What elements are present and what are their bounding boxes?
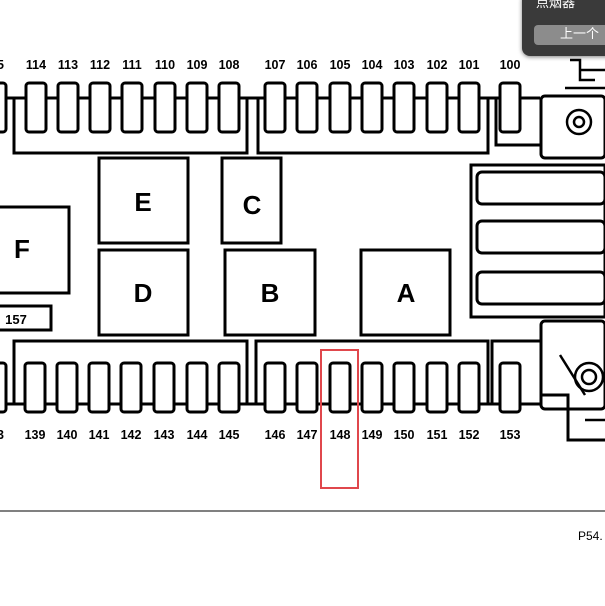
fuse-partial-top[interactable] — [0, 81, 8, 134]
fuse-partial-bottom[interactable] — [0, 361, 8, 414]
fuse-157-box — [0, 304, 53, 332]
fuse-145[interactable] — [217, 361, 241, 414]
connector-bottom-right — [558, 354, 605, 422]
fuse-label-102: 102 — [427, 58, 448, 72]
fuse-label-103: 103 — [394, 58, 415, 72]
fuse-111[interactable] — [120, 81, 144, 134]
bottom-fuse-row: 139 140 141 142 143 144 145 146 147 148 149 150 151 1… — [0, 361, 522, 442]
fuse-label-149: 149 — [362, 428, 383, 442]
right-side-housing — [469, 163, 605, 442]
fuse-142[interactable] — [119, 361, 143, 414]
connector-top-right — [565, 58, 605, 136]
relay-d-box — [97, 248, 190, 337]
fuse-157-label: 157 — [5, 312, 27, 327]
fuse-label-145: 145 — [219, 428, 240, 442]
fuse-label-106: 106 — [297, 58, 318, 72]
fuse-149[interactable] — [360, 361, 384, 414]
fuse-label-109: 109 — [187, 58, 208, 72]
fuse-112[interactable] — [88, 81, 112, 134]
fuse-148[interactable] — [328, 361, 352, 414]
fuse-106[interactable] — [295, 81, 319, 134]
fuse-label-150: 150 — [394, 428, 415, 442]
relay-b-label: B — [261, 278, 280, 308]
fuse-label-104: 104 — [362, 58, 383, 72]
fuse-103[interactable] — [392, 81, 416, 134]
relay-a-box — [359, 248, 452, 337]
fuse-144[interactable] — [185, 361, 209, 414]
fuse-label-113: 113 — [58, 58, 78, 72]
page-reference: P54. — [578, 529, 603, 543]
fuse-label-148: 148 — [330, 428, 351, 442]
relay-f-label: F — [14, 234, 30, 264]
fuse-label-152: 152 — [459, 428, 480, 442]
fuse-113[interactable] — [56, 81, 80, 134]
fuse-label-105: 105 — [330, 58, 351, 72]
top-fuse-row: 114 113 112 111 110 109 108 107 106 105 104 103 102 1… — [0, 58, 522, 134]
fuse-147[interactable] — [295, 361, 319, 414]
popup-panel: 点烟器 上一个 — [522, 0, 605, 56]
fuse-label-112: 112 — [90, 58, 110, 72]
fuse-140[interactable] — [55, 361, 79, 414]
fuse-100[interactable] — [498, 81, 522, 134]
fuse-105[interactable] — [328, 81, 352, 134]
fuse-141[interactable] — [87, 361, 111, 414]
fuse-150[interactable] — [392, 361, 416, 414]
fuse-label-101: 101 — [459, 58, 480, 72]
fuse-label-144: 144 — [187, 428, 208, 442]
fuse-139[interactable] — [23, 361, 47, 414]
fuse-146[interactable] — [263, 361, 287, 414]
fuse-label-151: 151 — [427, 428, 448, 442]
fuse-label-147: 147 — [297, 428, 318, 442]
fuse-152[interactable] — [457, 361, 481, 414]
fuse-107[interactable] — [263, 81, 287, 134]
popup-title: 点烟器 — [536, 0, 576, 11]
relay-d-label: D — [134, 278, 153, 308]
fuse-102[interactable] — [425, 81, 449, 134]
fuse-101[interactable] — [457, 81, 481, 134]
fuse-114[interactable] — [24, 81, 48, 134]
fuse-label-139: 139 — [25, 428, 46, 442]
fuse-110[interactable] — [153, 81, 177, 134]
relay-f-box — [0, 205, 71, 295]
fuse-label-153: 153 — [500, 428, 521, 442]
fuse-151[interactable] — [425, 361, 449, 414]
cut-label-top: 5 — [0, 58, 4, 72]
fuse-153[interactable] — [498, 361, 522, 414]
fuse-label-108: 108 — [219, 58, 240, 72]
highlight-box — [320, 349, 359, 489]
fuse-label-100: 100 — [500, 58, 521, 72]
fuse-143[interactable] — [152, 361, 176, 414]
relay-e-box — [97, 156, 190, 245]
relay-c-box — [220, 156, 283, 245]
fuse-label-146: 146 — [265, 428, 286, 442]
fuse-109[interactable] — [185, 81, 209, 134]
relay-c-label: C — [243, 190, 262, 220]
relay-a-label: A — [397, 278, 416, 308]
previous-button[interactable]: 上一个 — [534, 25, 605, 45]
fuse-104[interactable] — [360, 81, 384, 134]
fuse-label-110: 110 — [155, 58, 175, 72]
fuse-label-142: 142 — [121, 428, 142, 442]
fuse-label-107: 107 — [265, 58, 286, 72]
fuse-label-114: 114 — [26, 58, 46, 72]
relay-e-label: E — [134, 187, 151, 217]
fuse-108[interactable] — [217, 81, 241, 134]
fuse-label-111: 111 — [122, 58, 142, 72]
relay-b-box — [223, 248, 317, 337]
fuse-label-143: 143 — [154, 428, 175, 442]
cut-label-bottom: 3 — [0, 428, 4, 442]
fuse-label-141: 141 — [89, 428, 110, 442]
fuse-label-140: 140 — [57, 428, 78, 442]
